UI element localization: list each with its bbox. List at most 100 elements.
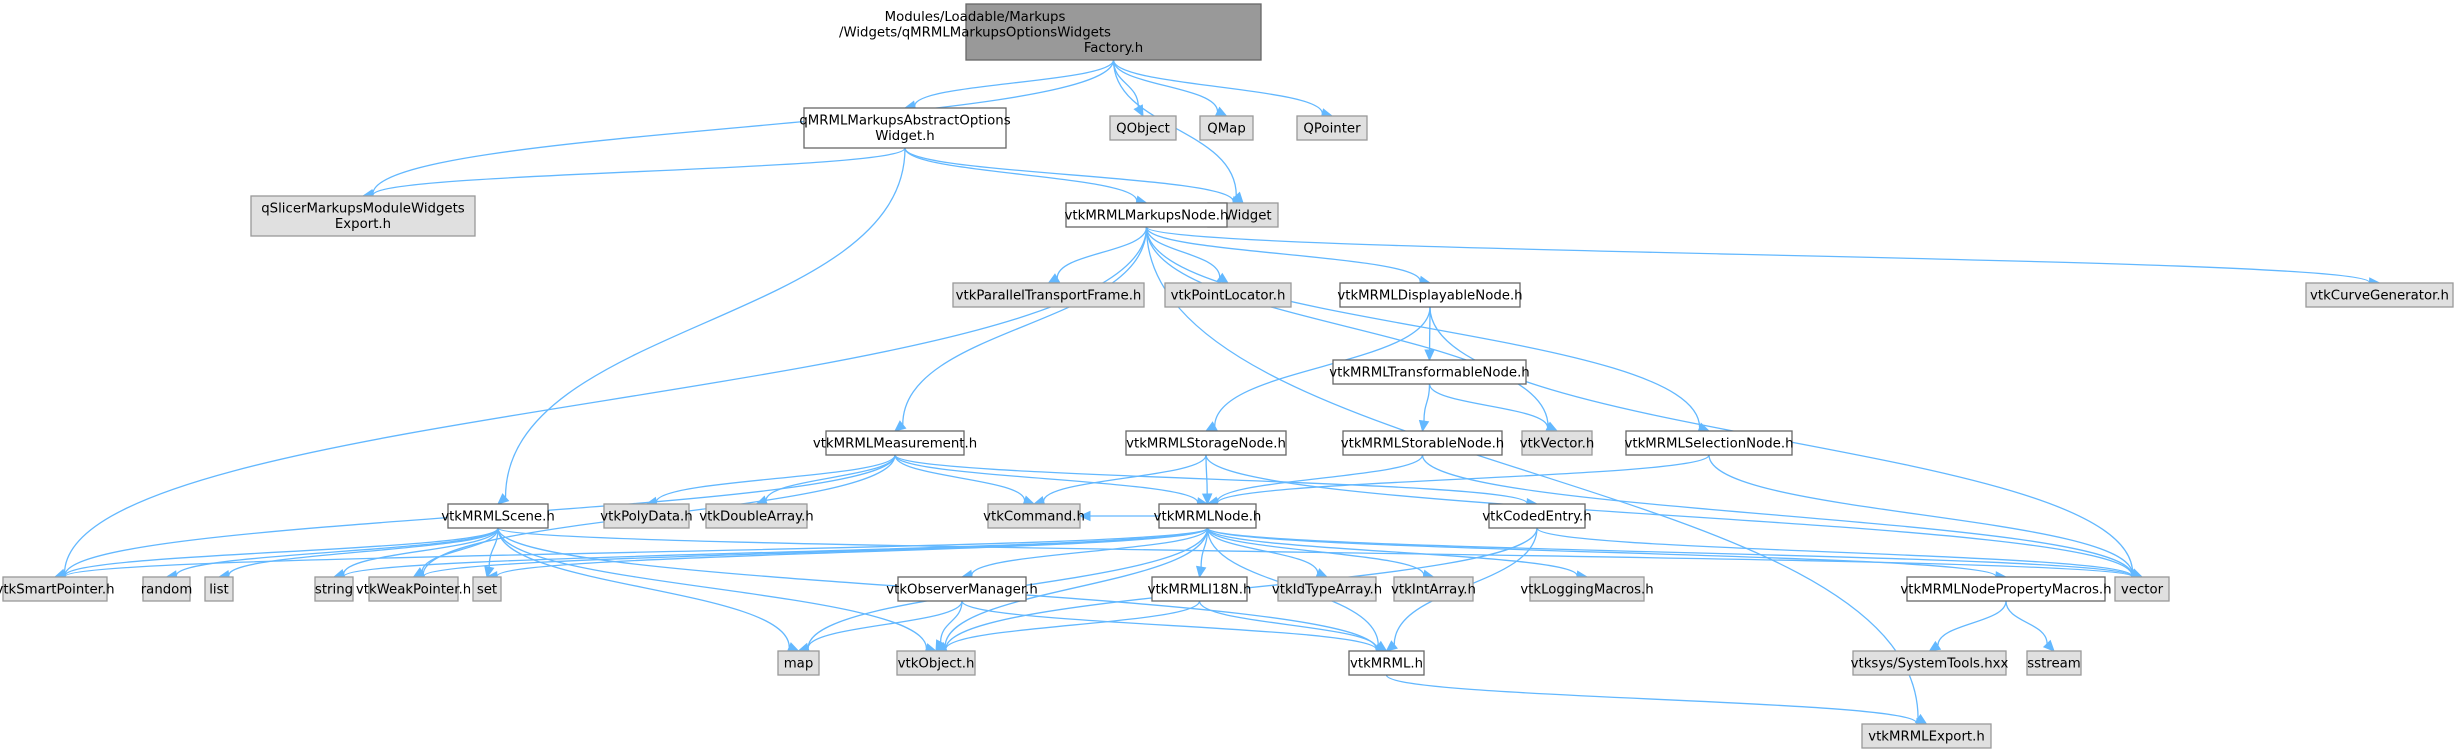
edge-root-to-widgets-export bbox=[372, 59, 1115, 195]
node-coded-entry[interactable]: vtkCodedEntry.h bbox=[1482, 503, 1592, 529]
node-box[interactable] bbox=[987, 503, 1081, 529]
node-box[interactable] bbox=[2, 576, 108, 602]
node-box[interactable] bbox=[472, 576, 502, 602]
node-box[interactable] bbox=[368, 576, 459, 602]
node-command[interactable]: vtkCommand.h bbox=[983, 503, 1085, 529]
node-box[interactable] bbox=[777, 650, 820, 676]
node-point-locator[interactable]: vtkPointLocator.h bbox=[1164, 282, 1292, 308]
node-box[interactable] bbox=[1296, 115, 1368, 141]
edge-storage-node-to-vector bbox=[1205, 454, 2133, 576]
edge-i18n-to-vtk-object bbox=[945, 600, 1201, 650]
node-box[interactable] bbox=[1277, 576, 1377, 602]
node-box[interactable] bbox=[314, 576, 354, 602]
node-box[interactable] bbox=[1852, 650, 2007, 676]
node-observer-manager[interactable]: vtkObserverManager.h bbox=[886, 576, 1038, 602]
arrowhead-icon bbox=[1195, 565, 1207, 579]
node-mrml-export[interactable]: vtkMRMLExport.h bbox=[1861, 723, 1992, 749]
node-vector[interactable]: vector bbox=[2114, 576, 2170, 602]
node-weak-pointer[interactable]: vtkWeakPointer.h bbox=[356, 576, 471, 602]
node-box[interactable] bbox=[1488, 503, 1586, 529]
node-label: Factory.h bbox=[1084, 41, 1143, 56]
edge-vtk-mrml-to-mrml-export bbox=[1385, 674, 1918, 724]
node-parallel-transport[interactable]: vtkParallelTransportFrame.h bbox=[952, 282, 1145, 308]
node-map[interactable]: map bbox=[777, 650, 820, 676]
node-box[interactable] bbox=[603, 503, 690, 529]
node-sstream[interactable]: sstream bbox=[2026, 650, 2082, 676]
node-system-tools[interactable]: vtksys/SystemTools.hxx bbox=[1851, 650, 2009, 676]
node-box[interactable] bbox=[1342, 430, 1503, 456]
node-box[interactable] bbox=[204, 576, 234, 602]
edge-storage-node-to-command bbox=[1042, 454, 1207, 502]
node-poly-data[interactable]: vtkPolyData.h bbox=[600, 503, 693, 529]
node-box[interactable] bbox=[2026, 650, 2082, 676]
node-transformable-node[interactable]: vtkMRMLTransformableNode.h bbox=[1329, 359, 1530, 385]
node-id-type-array[interactable]: vtkIdTypeArray.h bbox=[1272, 576, 1382, 602]
node-box[interactable] bbox=[705, 503, 808, 529]
node-box[interactable] bbox=[2114, 576, 2170, 602]
node-box[interactable] bbox=[1158, 503, 1257, 529]
node-box[interactable] bbox=[1625, 430, 1793, 456]
node-box[interactable] bbox=[1332, 359, 1527, 385]
node-random[interactable]: random bbox=[141, 576, 193, 602]
node-box[interactable] bbox=[897, 576, 1027, 602]
node-list[interactable]: list bbox=[204, 576, 234, 602]
node-measurement[interactable]: vtkMRMLMeasurement.h bbox=[813, 430, 977, 456]
node-int-array[interactable]: vtkIntArray.h bbox=[1391, 576, 1476, 602]
node-logging-macros[interactable]: vtkLoggingMacros.h bbox=[1520, 576, 1654, 602]
node-box[interactable] bbox=[896, 650, 976, 676]
node-box[interactable] bbox=[1065, 202, 1228, 228]
node-qmap[interactable]: QMap bbox=[1199, 115, 1254, 141]
node-box[interactable] bbox=[1861, 723, 1992, 749]
edge-measurement-to-double-array bbox=[765, 454, 896, 501]
node-box[interactable] bbox=[952, 282, 1145, 308]
node-double-array[interactable]: vtkDoubleArray.h bbox=[699, 503, 814, 529]
node-qobject[interactable]: QObject bbox=[1109, 115, 1177, 141]
node-box[interactable] bbox=[2305, 282, 2454, 308]
node-label: vector bbox=[2121, 582, 2164, 597]
node-smart-pointer[interactable]: vtkSmartPointer.h bbox=[0, 576, 115, 602]
node-box[interactable] bbox=[142, 576, 191, 602]
node-qpointer[interactable]: QPointer bbox=[1296, 115, 1368, 141]
node-vtk-vector[interactable]: vtkVector.h bbox=[1520, 430, 1595, 456]
node-selection-node[interactable]: vtkMRMLSelectionNode.h bbox=[1624, 430, 1794, 456]
node-markups-node[interactable]: vtkMRMLMarkupsNode.h bbox=[1065, 202, 1229, 228]
node-vtk-object[interactable]: vtkObject.h bbox=[896, 650, 976, 676]
node-box[interactable] bbox=[1125, 430, 1287, 456]
edge-abstract-options-to-scene bbox=[504, 147, 906, 498]
node-scene[interactable]: vtkMRMLScene.h bbox=[441, 503, 555, 529]
node-mrml-node[interactable]: vtkMRMLNode.h bbox=[1154, 503, 1262, 529]
node-box[interactable] bbox=[825, 430, 965, 456]
node-box[interactable] bbox=[1151, 576, 1248, 602]
node-curve-generator[interactable]: vtkCurveGenerator.h bbox=[2305, 282, 2454, 308]
node-property-macros[interactable]: vtkMRMLNodePropertyMacros.h bbox=[1900, 576, 2112, 602]
node-box[interactable] bbox=[1906, 576, 2106, 602]
node-box[interactable] bbox=[1348, 650, 1425, 676]
node-box[interactable] bbox=[965, 3, 1262, 61]
node-i18n[interactable]: vtkMRMLI18N.h bbox=[1148, 576, 1252, 602]
node-box[interactable] bbox=[447, 503, 549, 529]
node-string[interactable]: string bbox=[314, 576, 354, 602]
node-box[interactable] bbox=[1521, 430, 1593, 456]
node-label: QMap bbox=[1207, 121, 1246, 136]
node-storage-node[interactable]: vtkMRMLStorageNode.h bbox=[1125, 430, 1287, 456]
edge-markups-node-to-vtk-vector bbox=[1145, 226, 1549, 427]
node-box[interactable] bbox=[1339, 282, 1521, 308]
edge-observer-manager-to-map bbox=[807, 600, 963, 649]
node-root[interactable]: Modules/Loadable/Markups/Widgets/qMRMLMa… bbox=[839, 3, 1262, 61]
node-storable-node[interactable]: vtkMRMLStorableNode.h bbox=[1341, 430, 1504, 456]
edge-property-macros-to-sstream bbox=[2005, 600, 2048, 644]
node-box[interactable] bbox=[1164, 282, 1292, 308]
node-box[interactable] bbox=[803, 107, 1007, 149]
node-box[interactable] bbox=[1199, 115, 1254, 141]
node-set[interactable]: set bbox=[472, 576, 502, 602]
node-box[interactable] bbox=[1393, 576, 1474, 602]
node-box[interactable] bbox=[1109, 115, 1177, 141]
node-displayable-node[interactable]: vtkMRMLDisplayableNode.h bbox=[1337, 282, 1523, 308]
edge-mrml-node-to-int-array bbox=[1206, 527, 1425, 576]
node-box[interactable] bbox=[1529, 576, 1645, 602]
node-vtk-mrml[interactable]: vtkMRML.h bbox=[1348, 650, 1425, 676]
node-box[interactable] bbox=[250, 195, 476, 237]
edge-property-macros-to-system-tools bbox=[1937, 600, 2007, 646]
